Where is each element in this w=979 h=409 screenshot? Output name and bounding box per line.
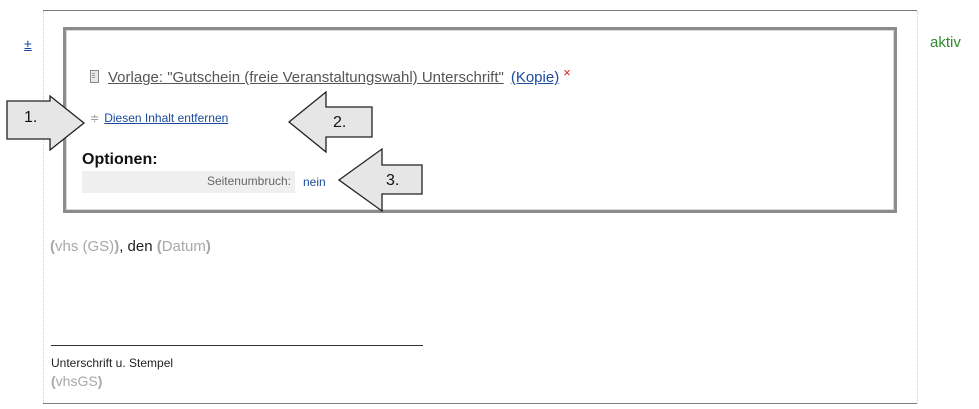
remove-content-link[interactable]: Diesen Inhalt entfernen xyxy=(104,111,229,125)
callout-label-1: 1. xyxy=(24,109,38,126)
remove-row: ≑ Diesen Inhalt entfernen xyxy=(90,111,228,125)
move-updown-icon[interactable]: ≑ xyxy=(90,113,100,125)
placeholder-bracket-open: ( xyxy=(156,238,162,255)
page-break-label: Seitenumbruch: xyxy=(206,174,291,188)
placeholder-bracket-close: ) xyxy=(114,238,120,255)
placeholder-vhs-gs: vhs (GS) xyxy=(55,238,115,255)
callout-arrow-1 xyxy=(6,95,86,151)
right-dotted-border xyxy=(917,11,918,403)
placeholder-bracket-close: ) xyxy=(205,238,211,255)
location-date-line: (vhs (GS)), den (Datum) xyxy=(50,238,211,255)
page-break-label-cell: Seitenumbruch: xyxy=(82,171,295,193)
document-icon xyxy=(90,70,99,83)
delete-icon[interactable]: × xyxy=(563,65,571,80)
callout-label-3: 3. xyxy=(386,172,400,189)
template-link[interactable]: Vorlage: "Gutschein (freie Veranstaltung… xyxy=(108,69,504,86)
template-row: Vorlage: "Gutschein (freie Veranstaltung… xyxy=(90,65,571,86)
static-text: , den xyxy=(119,238,157,255)
options-heading: Optionen: xyxy=(82,151,158,168)
status-label: aktiv xyxy=(930,34,961,51)
placeholder-bracket-open: ( xyxy=(50,238,55,255)
page-break-value-link[interactable]: nein xyxy=(303,175,326,189)
top-divider xyxy=(43,10,917,11)
signature-label: Unterschrift u. Stempel xyxy=(51,356,174,370)
left-dotted-border xyxy=(43,11,44,403)
placeholder-datum: Datum xyxy=(161,238,206,255)
copy-link[interactable]: (Kopie) xyxy=(510,69,560,86)
signature-line xyxy=(51,345,423,346)
callout-arrow-3 xyxy=(338,148,423,212)
signature-placeholder: (vhsGS) xyxy=(51,373,103,389)
callout-arrow-2 xyxy=(288,91,373,153)
callout-label-2: 2. xyxy=(333,114,347,131)
bottom-divider xyxy=(43,403,917,404)
expand-toggle-link[interactable]: ± xyxy=(24,36,32,52)
